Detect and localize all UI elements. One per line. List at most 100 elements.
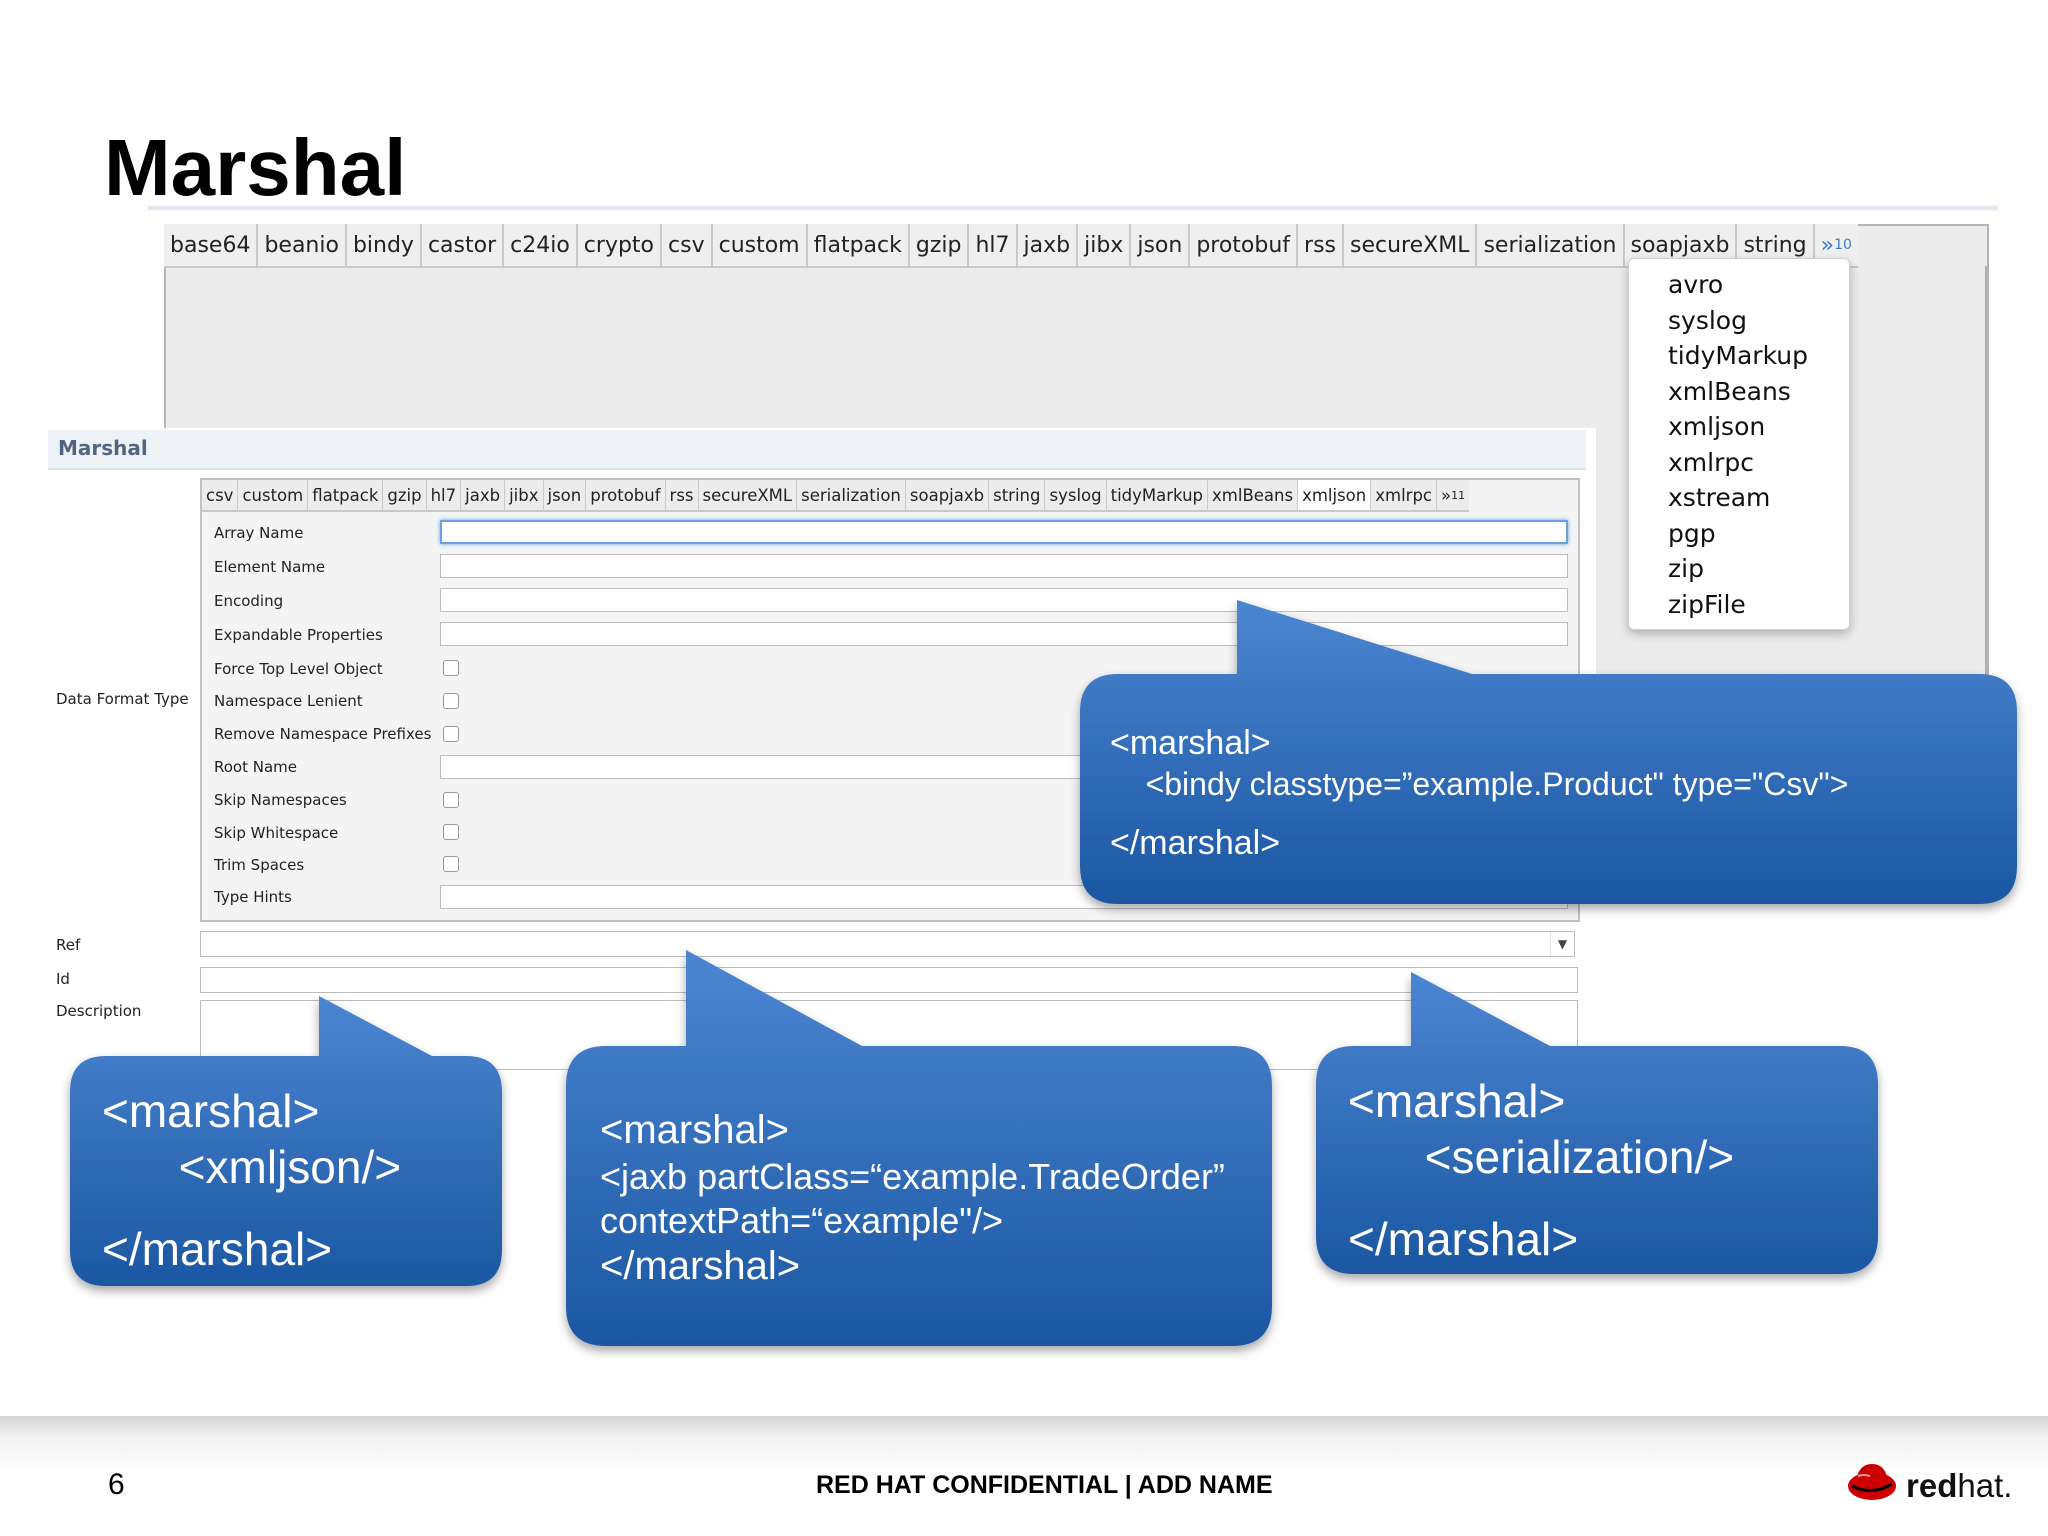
callout-serialization-line2: <serialization/> xyxy=(1348,1131,1735,1183)
big-tab-protobuf[interactable]: protobuf xyxy=(1190,224,1299,266)
footer-bar xyxy=(0,1416,2048,1536)
array-name-label: Array Name xyxy=(214,524,304,542)
big-tab-csv[interactable]: csv xyxy=(662,224,713,266)
dropdown-item-tidymarkup[interactable]: tidyMarkup xyxy=(1668,341,1809,370)
trim-spaces-checkbox[interactable] xyxy=(443,856,459,872)
form-tab-soapjaxb[interactable]: soapjaxb xyxy=(905,480,990,510)
logo-bold: red xyxy=(1906,1467,1958,1504)
description-input[interactable] xyxy=(200,1000,1578,1070)
remove-namespace-prefixes-checkbox[interactable] xyxy=(443,726,459,742)
big-tab-castor[interactable]: castor xyxy=(421,224,505,266)
redhat-logo-icon xyxy=(1848,1464,1896,1500)
form-tab-securexml[interactable]: secureXML xyxy=(698,480,798,510)
ref-select[interactable]: ▼ xyxy=(200,931,1575,957)
form-tab-syslog[interactable]: syslog xyxy=(1045,480,1107,510)
form-tab-rss[interactable]: rss xyxy=(665,480,699,510)
trim-spaces-label: Trim Spaces xyxy=(214,856,305,874)
callout-xmljson-line2: <xmljson/> xyxy=(102,1141,402,1193)
big-more-dropdown: avro syslog tidyMarkup xmlBeans xmljson xmlrp… xyxy=(1628,258,1850,630)
dropdown-item-avro[interactable]: avro xyxy=(1668,270,1724,299)
big-tab-c24io[interactable]: c24io xyxy=(504,224,578,266)
callout-xmljson-line3: </marshal> xyxy=(102,1223,333,1275)
big-tab-bindy[interactable]: bindy xyxy=(346,224,422,266)
form-tab-jaxb[interactable]: jaxb xyxy=(461,480,506,510)
big-tab-beanio[interactable]: beanio xyxy=(258,224,347,266)
type-hints-input[interactable] xyxy=(440,885,1568,909)
element-name-label: Element Name xyxy=(214,558,326,576)
slide-title: Marshal xyxy=(104,123,407,212)
dropdown-item-pgp[interactable]: pgp xyxy=(1668,518,1716,548)
more-count: 11 xyxy=(1451,488,1466,502)
remove-namespace-prefixes-label: Remove Namespace Prefixes xyxy=(214,725,432,743)
array-name-input[interactable] xyxy=(440,520,1568,544)
id-input[interactable] xyxy=(200,967,1578,993)
form-tab-jibx[interactable]: jibx xyxy=(505,480,544,510)
big-tab-serialization[interactable]: serialization xyxy=(1477,224,1625,266)
encoding-input[interactable] xyxy=(440,588,1568,612)
callout-xmljson-line1: <marshal> xyxy=(102,1085,320,1137)
form-tab-csv[interactable]: csv xyxy=(202,480,239,510)
form-tab-xmljson[interactable]: xmljson xyxy=(1298,480,1372,510)
form-tab-protobuf[interactable]: protobuf xyxy=(586,480,666,510)
ref-label: Ref xyxy=(56,936,81,954)
form-tab-tidymarkup[interactable]: tidyMarkup xyxy=(1106,480,1209,510)
big-tab-hl7[interactable]: hl7 xyxy=(969,224,1018,266)
dropdown-item-syslog[interactable]: syslog xyxy=(1668,305,1747,335)
description-label: Description xyxy=(56,1002,142,1020)
dropdown-item-xmljson[interactable]: xmljson xyxy=(1668,412,1766,441)
form-tab-custom[interactable]: custom xyxy=(238,480,309,510)
skip-whitespace-checkbox[interactable] xyxy=(443,824,459,840)
big-tab-json[interactable]: json xyxy=(1131,224,1191,266)
big-tab-base64[interactable]: base64 xyxy=(164,224,259,266)
encoding-label: Encoding xyxy=(214,592,284,610)
more-chevron-icon: » xyxy=(1820,232,1835,258)
redhat-logo-text: redhat. xyxy=(1906,1467,2012,1505)
dropdown-item-xstream[interactable]: xstream xyxy=(1668,483,1771,512)
force-top-level-object-label: Force Top Level Object xyxy=(214,660,383,678)
big-tab-custom[interactable]: custom xyxy=(712,224,808,266)
big-tab-rss[interactable]: rss xyxy=(1298,224,1345,266)
form-tab-xmlbeans[interactable]: xmlBeans xyxy=(1208,480,1299,510)
dropdown-item-zipfile[interactable]: zipFile xyxy=(1668,589,1746,619)
form-tab-json[interactable]: json xyxy=(543,480,587,510)
big-tab-jibx[interactable]: jibx xyxy=(1078,224,1132,266)
page-number: 6 xyxy=(108,1468,125,1501)
big-tab-gzip[interactable]: gzip xyxy=(909,224,970,266)
big-tab-jaxb[interactable]: jaxb xyxy=(1017,224,1079,266)
form-tab-gzip[interactable]: gzip xyxy=(383,480,427,510)
expandable-properties-input[interactable] xyxy=(440,622,1568,646)
big-tab-crypto[interactable]: crypto xyxy=(577,224,663,266)
callout-bindy-line1: <marshal> xyxy=(1110,724,1271,762)
namespace-lenient-label: Namespace Lenient xyxy=(214,692,363,710)
type-hints-label: Type Hints xyxy=(214,888,292,906)
callout-bindy-line2: <bindy classtype=”example.Product" type=… xyxy=(1110,766,1849,802)
form-tab-serialization[interactable]: serialization xyxy=(797,480,906,510)
dropdown-item-zip[interactable]: zip xyxy=(1668,554,1704,583)
skip-namespaces-checkbox[interactable] xyxy=(443,792,459,808)
dropdown-item-xmlbeans[interactable]: xmlBeans xyxy=(1668,376,1791,406)
skip-whitespace-label: Skip Whitespace xyxy=(214,824,339,842)
force-top-level-object-checkbox[interactable] xyxy=(443,660,459,676)
callout-jaxb-line4: </marshal> xyxy=(600,1244,801,1288)
form-header: Marshal xyxy=(48,430,1586,470)
big-tab-securexml[interactable]: secureXML xyxy=(1344,224,1478,266)
form-tab-more[interactable]: »11 xyxy=(1437,480,1470,510)
chevron-down-icon[interactable]: ▼ xyxy=(1550,932,1574,956)
form-tab-xmlrpc[interactable]: xmlrpc xyxy=(1371,480,1437,510)
callout-jaxb-line3: contextPath=“example"/> xyxy=(600,1200,1004,1241)
form-tab-hl7[interactable]: hl7 xyxy=(426,480,462,510)
form-tab-flatpack[interactable]: flatpack xyxy=(308,480,384,510)
callout-bindy-line3: </marshal> xyxy=(1110,824,1281,862)
namespace-lenient-checkbox[interactable] xyxy=(443,693,459,709)
callout-serialization-line1: <marshal> xyxy=(1348,1075,1566,1127)
element-name-input[interactable] xyxy=(440,554,1568,578)
callout-serialization-line3: </marshal> xyxy=(1348,1213,1579,1265)
callout-jaxb-line1: <marshal> xyxy=(600,1108,789,1152)
more-chevron-icon: » xyxy=(1441,485,1452,505)
dropdown-item-xmlrpc[interactable]: xmlrpc xyxy=(1668,447,1754,477)
form-tab-string[interactable]: string xyxy=(989,480,1046,510)
title-rule xyxy=(148,206,1998,210)
big-tab-flatpack[interactable]: flatpack xyxy=(807,224,910,266)
logo-light: hat. xyxy=(1957,1467,2013,1504)
